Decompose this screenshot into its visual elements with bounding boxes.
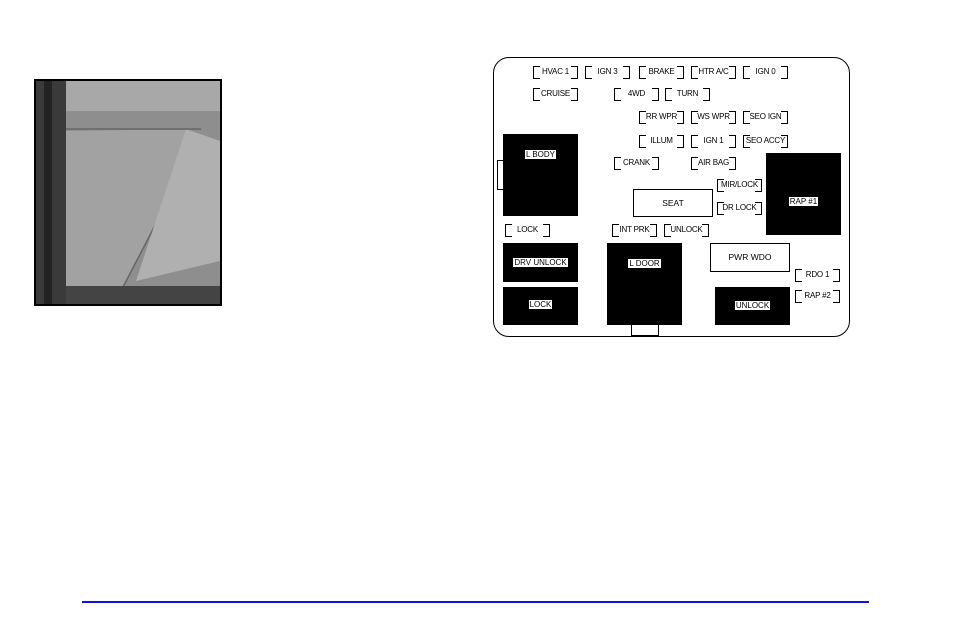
relay-label: UNLOCK — [734, 301, 771, 310]
fuse-panel-cover-photo — [34, 79, 222, 306]
fuse-crank: CRANK — [614, 157, 659, 170]
relay-l-body: L BODY — [503, 134, 578, 216]
fuse-mir-lock: MIR/LOCK — [717, 179, 762, 192]
breaker-pwr-wdo: PWR WDO — [710, 243, 790, 272]
fuse-turn: TURN — [665, 88, 710, 101]
fuse-rdo1: RDO 1 — [795, 269, 840, 282]
fuse-ign3: IGN 3 — [585, 66, 630, 79]
fuse-brake: BRAKE — [639, 66, 684, 79]
fuse-air-bag: AIR BAG — [691, 157, 736, 170]
relay-label: RAP #1 — [788, 197, 819, 206]
relay-l-door: L DOOR — [607, 243, 682, 325]
fuse-4wd: 4WD — [614, 88, 659, 101]
fuse-rr-wpr: RR WPR — [639, 111, 684, 124]
relay-label: L BODY — [524, 150, 557, 159]
relay-label: L DOOR — [628, 259, 661, 268]
fuse-hvac1: HVAC 1 — [533, 66, 578, 79]
fuse-rap2: RAP #2 — [795, 290, 840, 303]
footer-rule — [82, 601, 869, 603]
relay-drv-unlock: DRV UNLOCK — [503, 243, 578, 282]
fuse-dr-lock: DR LOCK — [717, 202, 762, 215]
fuse-lock: LOCK — [505, 224, 550, 237]
fuse-cruise: CRUISE — [533, 88, 578, 101]
fuse-panel-diagram — [493, 57, 850, 337]
relay-rap1: RAP #1 — [766, 153, 841, 235]
relay-label: DRV UNLOCK — [513, 258, 568, 267]
fuse-seo-accy: SEO ACCY — [743, 135, 788, 148]
fuse-ign1: IGN 1 — [691, 135, 736, 148]
fuse-htr-ac: HTR A/C — [691, 66, 736, 79]
fuse-int-prk: INT PRK — [612, 224, 657, 237]
fuse-ws-wpr: WS WPR — [691, 111, 736, 124]
fuse-unlock: UNLOCK — [664, 224, 709, 237]
connector-tab — [631, 324, 659, 336]
fuse-ign0: IGN 0 — [743, 66, 788, 79]
relay-label: LOCK — [528, 300, 553, 309]
breaker-seat: SEAT — [633, 189, 713, 217]
relay-unlock: UNLOCK — [715, 287, 790, 325]
relay-lock: LOCK — [503, 287, 578, 325]
fuse-illum: ILLUM — [639, 135, 684, 148]
fuse-seo-ign: SEO IGN — [743, 111, 788, 124]
